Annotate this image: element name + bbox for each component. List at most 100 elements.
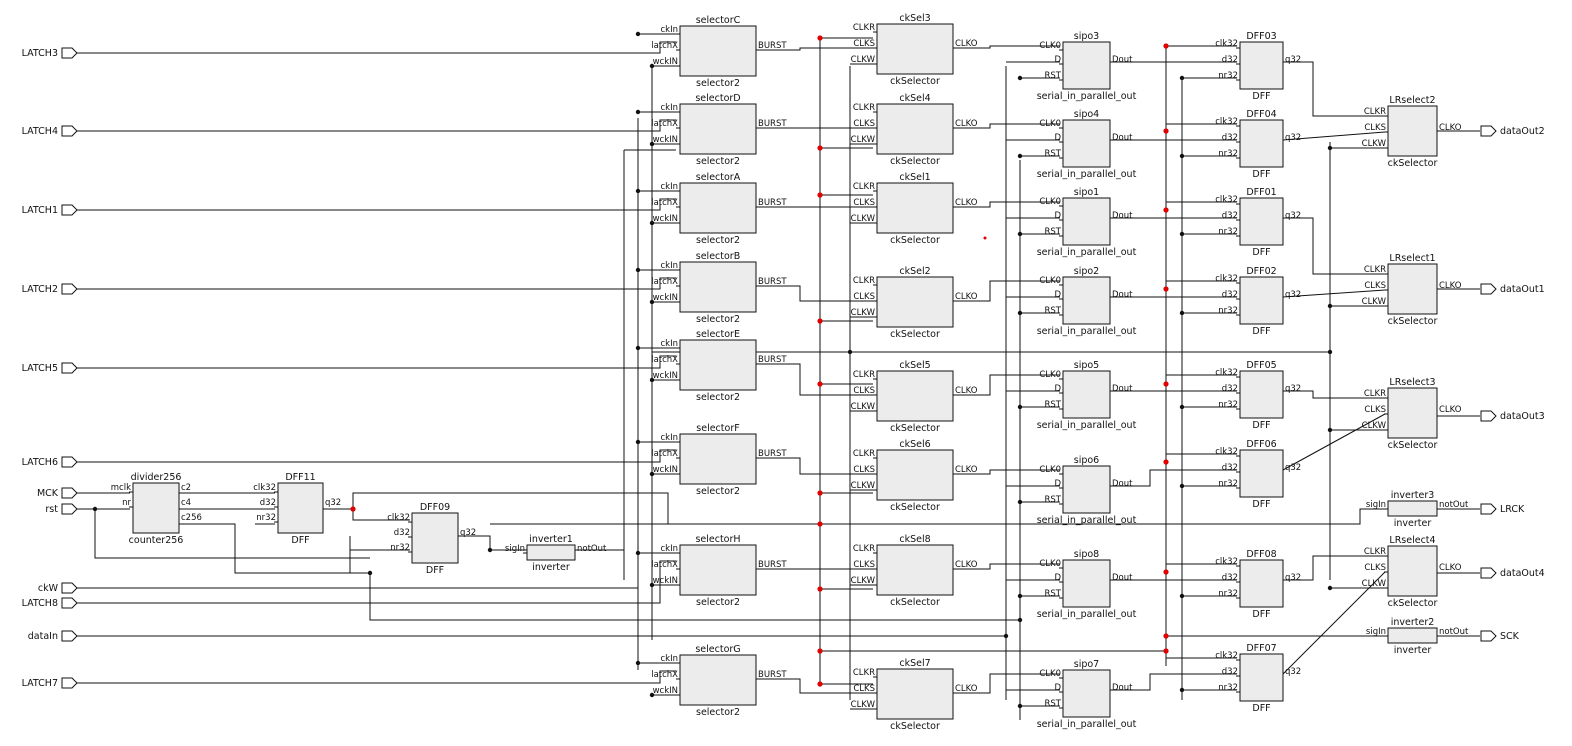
block-lrselect2[interactable] <box>1384 105 1438 157</box>
input-port-latch5[interactable] <box>61 362 78 374</box>
block-title: LRselect3 <box>1389 377 1435 388</box>
block-cksel1[interactable] <box>873 182 954 234</box>
input-port-latch6[interactable] <box>61 456 78 468</box>
block-dff04[interactable] <box>1236 119 1284 168</box>
pin-clko: CLKO <box>955 292 978 302</box>
block-selectore[interactable] <box>676 339 757 391</box>
block-inverter1[interactable] <box>523 544 576 561</box>
junction-dot <box>817 192 823 198</box>
junction-dot <box>1163 459 1169 465</box>
block-title: ckSel4 <box>899 93 930 104</box>
junction-dot <box>1327 303 1333 309</box>
pin-wckin: wckIN <box>653 135 678 145</box>
pin-clkr: CLKR <box>853 449 875 459</box>
wire-48 <box>953 123 1060 129</box>
block-dff06[interactable] <box>1236 449 1284 498</box>
input-port-latch4[interactable] <box>61 125 78 137</box>
block-dff11[interactable] <box>274 482 324 534</box>
block-type: ckSelector <box>890 329 940 340</box>
block-selectorc[interactable] <box>676 25 757 77</box>
block-sipo5[interactable] <box>1059 370 1111 419</box>
output-port-dataout1[interactable] <box>1480 283 1497 295</box>
block-selectorg[interactable] <box>676 654 757 706</box>
block-lrselect4[interactable] <box>1384 545 1438 597</box>
block-dff05[interactable] <box>1236 370 1284 419</box>
block-divider256[interactable] <box>129 482 180 534</box>
pin-rst: RST <box>1045 149 1062 159</box>
block-cksel4[interactable] <box>873 103 954 155</box>
block-inverter3[interactable] <box>1384 500 1438 517</box>
block-title: inverter3 <box>1391 490 1435 501</box>
pin-notout: notOut <box>577 544 607 554</box>
block-title: selectorH <box>695 534 740 545</box>
block-cksel3[interactable] <box>873 23 954 75</box>
block-cksel5[interactable] <box>873 370 954 422</box>
input-port-latch1[interactable] <box>61 204 78 216</box>
output-port-dataout2[interactable] <box>1480 125 1497 137</box>
junction-dot <box>817 318 823 324</box>
block-cksel6[interactable] <box>873 449 954 501</box>
block-selectorf[interactable] <box>676 433 757 485</box>
block-title: ckSel8 <box>899 534 930 545</box>
pin-nr32: nr32 <box>1218 227 1238 237</box>
input-port-latch7[interactable] <box>61 677 78 689</box>
junction-dot <box>817 145 823 151</box>
block-sipo4[interactable] <box>1059 119 1111 168</box>
block-selectorh[interactable] <box>676 544 757 596</box>
output-port-dataout3[interactable] <box>1480 410 1497 422</box>
block-dff03[interactable] <box>1236 41 1284 90</box>
junction-dot <box>1017 404 1023 410</box>
block-title: sipo4 <box>1074 109 1099 120</box>
pin-clkr: CLKR <box>853 276 875 286</box>
input-port-ckw[interactable] <box>61 582 78 594</box>
block-sipo3[interactable] <box>1059 41 1111 90</box>
block-lrselect3[interactable] <box>1384 387 1438 439</box>
junction-dot <box>1163 128 1169 134</box>
block-sipo7[interactable] <box>1059 669 1111 718</box>
block-body <box>526 544 576 561</box>
pin-clk32: clk32 <box>387 513 410 523</box>
output-port-dataout4[interactable] <box>1480 567 1497 579</box>
input-port-datain[interactable] <box>61 630 78 642</box>
input-port-latch3[interactable] <box>61 47 78 59</box>
block-dff01[interactable] <box>1236 197 1284 246</box>
port-shape <box>61 204 78 216</box>
block-sipo1[interactable] <box>1059 197 1111 246</box>
pin-burst: BURST <box>758 41 787 51</box>
junction-dot <box>1179 687 1185 693</box>
block-sipo2[interactable] <box>1059 276 1111 325</box>
block-type: selector2 <box>696 314 740 325</box>
block-sipo6[interactable] <box>1059 465 1111 514</box>
pin-nr: nr <box>122 498 131 508</box>
block-lrselect1[interactable] <box>1384 263 1438 315</box>
block-selectorb[interactable] <box>676 261 757 313</box>
block-selectora[interactable] <box>676 182 757 234</box>
port-shape <box>61 582 78 594</box>
block-cksel8[interactable] <box>873 544 954 596</box>
block-selectord[interactable] <box>676 103 757 155</box>
block-cksel2[interactable] <box>873 276 954 328</box>
pin-latchx: latchX <box>651 670 678 680</box>
clock-net <box>77 45 1060 694</box>
block-dff09[interactable] <box>408 512 459 564</box>
block-inverter2[interactable] <box>1384 627 1438 644</box>
block-title: sipo8 <box>1074 549 1099 560</box>
block-dff08[interactable] <box>1236 559 1284 608</box>
input-port-rst[interactable] <box>61 503 78 515</box>
output-port-lrck[interactable] <box>1480 503 1497 515</box>
input-port-mck[interactable] <box>61 487 78 499</box>
block-sipo8[interactable] <box>1059 559 1111 608</box>
input-port-latch2[interactable] <box>61 283 78 295</box>
port-shape <box>61 283 78 295</box>
input-port-latch8[interactable] <box>61 597 78 609</box>
wire-52 <box>953 469 1060 475</box>
block-dff02[interactable] <box>1236 276 1284 325</box>
block-dff07[interactable] <box>1236 653 1284 702</box>
pin-rst: RST <box>1045 589 1062 599</box>
block-cksel7[interactable] <box>873 668 954 720</box>
pin-ckin: ckIn <box>661 339 679 349</box>
output-port-sck[interactable] <box>1480 630 1497 642</box>
port-label: rst <box>45 504 58 515</box>
pin-clk32: clk32 <box>1215 195 1238 205</box>
pin-clks: CLKS <box>853 560 875 570</box>
